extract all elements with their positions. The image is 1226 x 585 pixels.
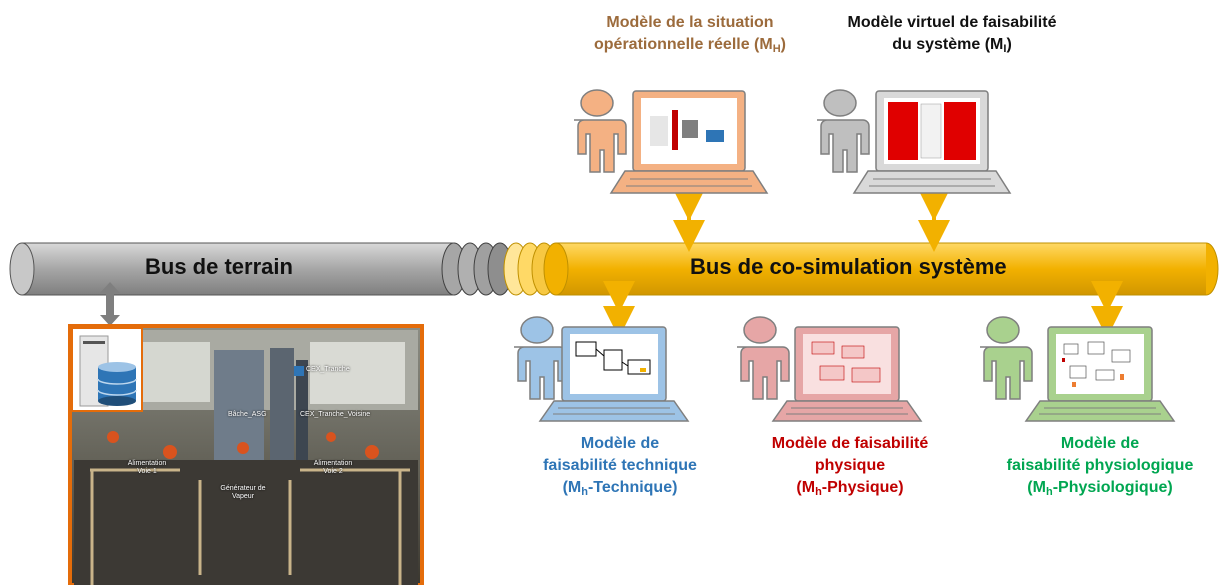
model-mi-group bbox=[817, 89, 1012, 194]
label-model-mh-line1: Modèle de la situation bbox=[606, 14, 774, 31]
label-model-mh-sub: H bbox=[772, 43, 781, 55]
laptop-icon bbox=[771, 326, 923, 422]
label-model-mi-sub: I bbox=[1003, 43, 1007, 55]
photo-tag-alim1: Alimentation Voie 1 bbox=[127, 460, 167, 475]
label-model-phys-sub: h bbox=[815, 486, 822, 498]
field-bus bbox=[9, 242, 513, 296]
laptop-icon bbox=[538, 326, 690, 422]
photo-tag-alim2: Alimentation Voie 2 bbox=[313, 460, 353, 475]
label-model-physio-line3b: -Physiologique) bbox=[1052, 479, 1173, 496]
label-model-mh: Modèle de la situation opérationnelle ré… bbox=[555, 12, 825, 60]
label-model-physio-line1: Modèle de bbox=[1060, 435, 1140, 452]
person-icon bbox=[817, 89, 870, 173]
label-model-mi-line2a: du système (M bbox=[892, 36, 1004, 53]
photo-tag-cex-voisine: CEX_Tranche_Voisine bbox=[300, 411, 371, 418]
laptop-icon bbox=[1024, 326, 1176, 422]
model-mh-group bbox=[574, 89, 769, 194]
database-icon bbox=[97, 362, 137, 406]
label-model-phys-line3b: -Physique) bbox=[821, 479, 904, 496]
laptop-icon bbox=[609, 90, 769, 194]
label-model-tech-line1: Modèle de bbox=[580, 435, 660, 452]
label-model-phys-line3: (Mh-Physique) bbox=[745, 477, 955, 503]
label-model-tech-line3: (Mh-Technique) bbox=[520, 477, 720, 503]
label-model-tech: Modèle de faisabilité technique (Mh-Tech… bbox=[520, 433, 720, 503]
model-physio-group bbox=[980, 316, 1176, 422]
person-icon bbox=[737, 316, 790, 400]
label-model-mh-line2: opérationnelle réelle (MH) bbox=[555, 34, 825, 60]
label-model-tech-line3a: (M bbox=[562, 479, 582, 496]
label-model-physio-line2: faisabilité physiologique bbox=[1006, 457, 1194, 474]
label-model-mi-line1: Modèle virtuel de faisabilité bbox=[847, 14, 1057, 31]
model-phys-group bbox=[737, 316, 923, 422]
photo-tag-cex-tranche: CEX_Tranche bbox=[306, 366, 350, 373]
cosimulation-bus bbox=[503, 242, 1219, 296]
label-model-phys: Modèle de faisabilité physique (Mh-Physi… bbox=[745, 433, 955, 503]
label-model-physio-sub: h bbox=[1045, 486, 1053, 498]
label-model-tech-sub: h bbox=[581, 486, 588, 498]
laptop-icon bbox=[852, 90, 1012, 194]
label-model-phys-line1: Modèle de faisabilité bbox=[771, 435, 929, 452]
label-model-mh-line2a: opérationnelle réelle (M bbox=[594, 36, 773, 53]
person-icon bbox=[514, 316, 567, 400]
field-bus-label: Bus de terrain bbox=[145, 254, 293, 279]
label-model-physio-line3a: (M bbox=[1027, 479, 1046, 496]
label-model-tech-line2: faisabilité technique bbox=[543, 457, 697, 474]
cosimulation-bus-label: Bus de co-simulation système bbox=[690, 254, 1007, 279]
label-model-mi-line2b: ) bbox=[1006, 36, 1012, 53]
person-icon bbox=[980, 316, 1033, 400]
test-bench-photo bbox=[68, 324, 424, 585]
connection-arrows bbox=[603, 189, 1123, 338]
label-model-phys-line2: physique bbox=[814, 457, 886, 474]
model-tech-group bbox=[514, 316, 690, 422]
person-icon bbox=[574, 89, 627, 173]
label-model-mi-line2: du système (MI) bbox=[822, 34, 1082, 60]
label-model-physio-line3: (Mh-Physiologique) bbox=[990, 477, 1210, 503]
label-model-mi: Modèle virtuel de faisabilité du système… bbox=[822, 12, 1082, 60]
label-model-tech-line3b: -Technique) bbox=[587, 479, 678, 496]
photo-tag-generateur: Générateur de Vapeur bbox=[220, 485, 266, 500]
photo-tag-bache: Bâche_ASG bbox=[228, 411, 267, 418]
label-model-phys-line3a: (M bbox=[796, 479, 816, 496]
label-model-mh-line2b: ) bbox=[780, 36, 786, 53]
arrow-field bbox=[100, 282, 120, 326]
label-model-physio: Modèle de faisabilité physiologique (Mh-… bbox=[990, 433, 1210, 503]
